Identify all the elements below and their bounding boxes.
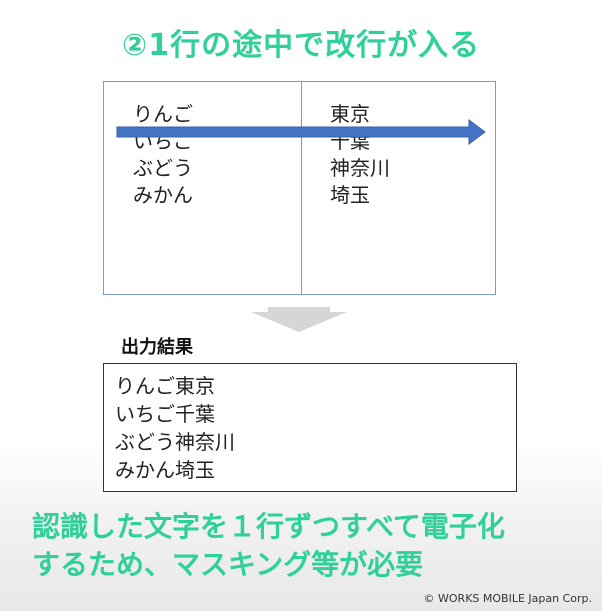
document-box: [103, 81, 496, 295]
conclusion-line: するため、マスキング等が必要: [32, 548, 424, 581]
right-item: 埼玉: [330, 183, 370, 207]
column-divider: [301, 82, 302, 294]
right-item: 神奈川: [330, 156, 390, 180]
conclusion-text: 認識した文字を１行ずつすべて電子化 するため、マスキング等が必要: [32, 508, 505, 584]
output-line: りんご東京: [115, 374, 215, 398]
output-line: いちご千葉: [115, 402, 215, 426]
conclusion-line: 認識した文字を１行ずつすべて電子化: [32, 510, 505, 543]
slide-title: ②1行の途中で改行が入る: [121, 28, 481, 63]
output-line: みかん埼玉: [115, 458, 215, 482]
output-label: 出力結果: [121, 337, 193, 358]
left-item: ぶどう: [133, 156, 193, 180]
output-line: ぶどう神奈川: [115, 430, 235, 454]
right-item: 東京: [330, 102, 370, 126]
output-lines: りんご東京 いちご千葉 ぶどう神奈川 みかん埼玉: [115, 372, 235, 484]
left-item: みかん: [133, 183, 193, 207]
output-box: [103, 363, 517, 492]
copyright-notice: © WORKS MOBILE Japan Corp.: [423, 592, 592, 605]
left-item: りんご: [133, 102, 193, 126]
